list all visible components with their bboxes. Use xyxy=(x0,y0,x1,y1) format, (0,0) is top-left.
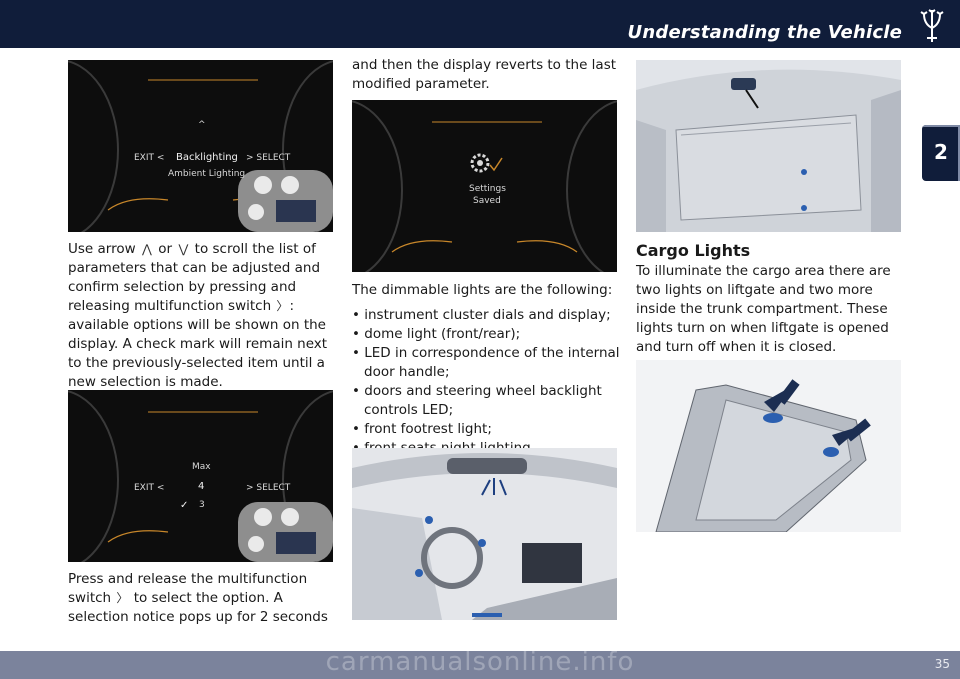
dash1-select: > SELECT xyxy=(246,153,291,163)
trident-logo-icon xyxy=(920,9,944,42)
column-1-text-a: Use arrow ⋀ or ⋁ to scroll the list of p… xyxy=(68,240,336,392)
chapter-tab: 2 xyxy=(922,125,960,181)
chevron-right-icon: 〉 xyxy=(276,299,289,313)
page-number: 35 xyxy=(934,657,950,671)
instruction-paragraph-1: Use arrow ⋀ or ⋁ to scroll the list of p… xyxy=(68,241,328,390)
column-2-text-b: The dimmable lights are the following: •… xyxy=(352,281,622,458)
dashboard-graphic xyxy=(68,60,333,232)
interior-lights-illustration xyxy=(352,448,617,620)
dash2-exit: EXIT < xyxy=(134,483,165,493)
dash1-item: Backlighting xyxy=(176,152,238,163)
dimmable-intro: The dimmable lights are the following: xyxy=(352,282,613,298)
list-item: • front footrest light; xyxy=(352,421,492,437)
header-title: Understanding the Vehicle xyxy=(627,22,902,43)
column-2-text-a: and then the display reverts to the last… xyxy=(352,56,620,94)
liftgate-lights-illustration xyxy=(636,360,901,532)
dash1-exit: EXIT < xyxy=(134,153,165,163)
dash2-top: Max xyxy=(192,462,211,472)
settings-line1: Settings xyxy=(469,184,506,194)
cluster-display-settings-saved-image: Settings Saved xyxy=(352,100,617,272)
cluster-display-value-image: Max EXIT < 4 > SELECT ✓ 3 xyxy=(68,390,333,562)
page-header: Understanding the Vehicle xyxy=(0,0,960,48)
list-item: • instrument cluster dials and display; xyxy=(352,307,611,323)
page-footer: carmanualsonline.info 35 xyxy=(0,647,960,679)
arrow-down-icon: ⋁ xyxy=(178,242,189,256)
arrow-up-icon: ⋀ xyxy=(142,242,152,256)
dash2-value: 4 xyxy=(198,481,205,492)
dash2-select: > SELECT xyxy=(246,483,291,493)
dimmable-lights-list: • instrument cluster dials and display; … xyxy=(352,306,622,458)
section-title: Cargo Lights xyxy=(636,241,751,260)
cluster-display-backlighting-image: ^ EXIT < Backlighting > SELECT Ambient L… xyxy=(68,60,333,232)
cargo-lights-section: Cargo Lights To illuminate the cargo are… xyxy=(636,241,906,357)
dash1-sub: Ambient Lighting xyxy=(168,169,246,179)
column-1-text-b: Press and release the multifunction swit… xyxy=(68,570,336,627)
list-item: • LED in correspondence of the internal … xyxy=(352,345,620,380)
cargo-lights-body: To illuminate the cargo area there are t… xyxy=(636,263,891,355)
instruction-paragraph-2: Press and release the multifunction swit… xyxy=(68,571,328,625)
continued-paragraph: and then the display reverts to the last… xyxy=(352,57,617,92)
dash2-below: 3 xyxy=(199,500,205,510)
chevron-right-icon: 〉 xyxy=(116,591,129,605)
settings-line2: Saved xyxy=(473,196,501,206)
list-item: • doors and steering wheel backlight con… xyxy=(352,383,602,418)
checkmark-icon: ✓ xyxy=(180,500,189,511)
chapter-number: 2 xyxy=(934,140,948,164)
trunk-interior-illustration xyxy=(636,60,901,232)
watermark: carmanualsonline.info xyxy=(325,647,635,677)
list-item: • dome light (front/rear); xyxy=(352,326,521,342)
